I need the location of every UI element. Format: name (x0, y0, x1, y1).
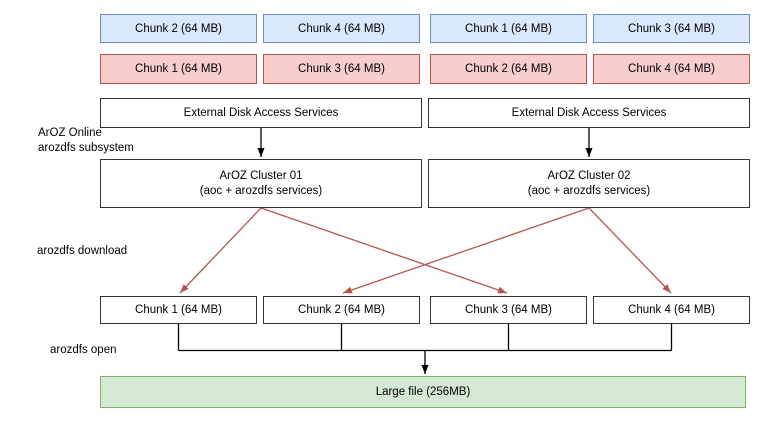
cluster-box-2: ArOZ Cluster 02 (aoc + arozdfs services) (428, 159, 750, 208)
blue-chunk-box-4: Chunk 3 (64 MB) (593, 14, 750, 43)
blue-chunk-label: Chunk 1 (64 MB) (465, 22, 552, 35)
cluster-box-1: ArOZ Cluster 01 (aoc + arozdfs services) (100, 159, 422, 208)
edas-label: External Disk Access Services (183, 107, 339, 119)
subsystem-label-line1: ArOZ Online (38, 127, 102, 139)
download-chunk-label: Chunk 2 (64 MB) (298, 304, 385, 316)
download-chunk-box-1: Chunk 1 (64 MB) (100, 296, 257, 324)
edas-label: External Disk Access Services (511, 107, 667, 119)
red-chunk-box-2: Chunk 3 (64 MB) (263, 54, 420, 84)
cluster2-to-chunk4-arrow (588, 207, 672, 294)
cluster-title: ArOZ Cluster 02 (547, 169, 631, 182)
blue-chunk-box-1: Chunk 2 (64 MB) (100, 14, 257, 43)
blue-chunk-box-2: Chunk 4 (64 MB) (263, 14, 420, 43)
cluster-title: ArOZ Cluster 01 (219, 169, 303, 182)
red-chunk-box-3: Chunk 2 (64 MB) (430, 54, 587, 84)
cluster-subtitle: (aoc + arozdfs services) (199, 184, 323, 197)
download-chunk-box-2: Chunk 2 (64 MB) (263, 296, 420, 324)
download-chunk-box-4: Chunk 4 (64 MB) (593, 296, 750, 324)
red-chunk-box-1: Chunk 1 (64 MB) (100, 54, 257, 84)
large-file-box: Large file (256MB) (100, 376, 746, 408)
red-chunk-label: Chunk 3 (64 MB) (298, 63, 385, 75)
subsystem-label: ArOZ Online arozdfs subsystem (38, 126, 134, 156)
cluster-subtitle: (aoc + arozdfs services) (527, 184, 651, 197)
red-chunk-label: Chunk 2 (64 MB) (465, 63, 552, 75)
red-chunk-label: Chunk 4 (64 MB) (628, 63, 715, 75)
download-chunk-label: Chunk 4 (64 MB) (628, 304, 715, 316)
download-chunk-label: Chunk 1 (64 MB) (135, 304, 222, 316)
open-label: arozdfs open (50, 344, 117, 356)
cluster1-to-chunk1-arrow (179, 207, 262, 294)
download-label: arozdfs download (37, 245, 128, 257)
red-chunk-box-4: Chunk 4 (64 MB) (593, 54, 750, 84)
subsystem-label-line2: arozdfs subsystem (38, 141, 134, 154)
blue-chunk-box-3: Chunk 1 (64 MB) (430, 14, 587, 43)
blue-chunk-label: Chunk 4 (64 MB) (298, 22, 385, 35)
download-chunk-label: Chunk 3 (64 MB) (465, 304, 552, 316)
blue-chunk-label: Chunk 3 (64 MB) (628, 22, 715, 35)
external-disk-access-box-1: External Disk Access Services (100, 98, 422, 128)
cluster2-to-chunk2-arrow (342, 207, 590, 294)
blue-chunk-label: Chunk 2 (64 MB) (135, 22, 222, 35)
red-chunk-label: Chunk 1 (64 MB) (135, 63, 222, 75)
large-file-label: Large file (256MB) (375, 386, 471, 398)
download-chunk-box-3: Chunk 3 (64 MB) (430, 296, 587, 324)
cluster1-to-chunk3-arrow (260, 207, 508, 294)
external-disk-access-box-2: External Disk Access Services (428, 98, 750, 128)
chunk-merge-bus (177, 324, 673, 352)
